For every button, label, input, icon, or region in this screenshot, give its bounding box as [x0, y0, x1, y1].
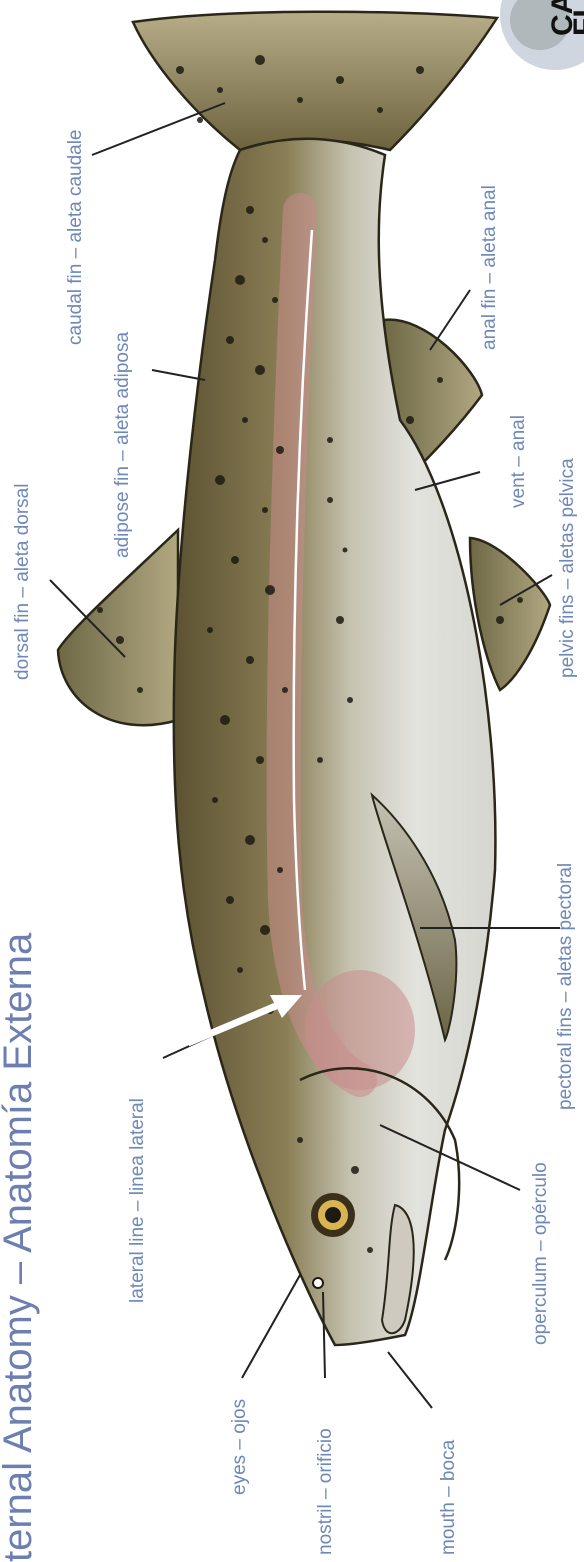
label-pelvic-fins: pelvic fins – aletas pélvica [558, 458, 577, 678]
label-lateral-line: lateral line – linea lateral [128, 1098, 147, 1303]
page-title: ternal Anatomy – Anatomía Externa [0, 933, 38, 1562]
label-nostril: nostril – orificio [316, 1428, 335, 1555]
eye-graphic [311, 1193, 355, 1237]
label-anal-fin: anal fin – aleta anal [480, 185, 499, 350]
label-operculum: operculum – opérculo [531, 1162, 550, 1345]
fish-body [174, 139, 496, 1345]
label-eyes: eyes – ojos [230, 1399, 249, 1495]
label-pectoral-fins: pectoral fins – aletas pectoral [556, 863, 575, 1110]
logo-text-2: FI [570, 9, 584, 36]
caudal-fin [133, 12, 497, 150]
nostril-graphic [313, 1278, 323, 1288]
dorsal-fin [58, 530, 178, 725]
label-mouth: mouth – boca [439, 1440, 458, 1555]
label-vent: vent – anal [509, 415, 528, 508]
label-caudal-fin: caudal fin – aleta caudale [66, 130, 85, 346]
label-adipose-fin: adipose fin – aleta adiposa [113, 332, 132, 558]
label-dorsal-fin: dorsal fin – aleta dorsal [13, 484, 32, 680]
